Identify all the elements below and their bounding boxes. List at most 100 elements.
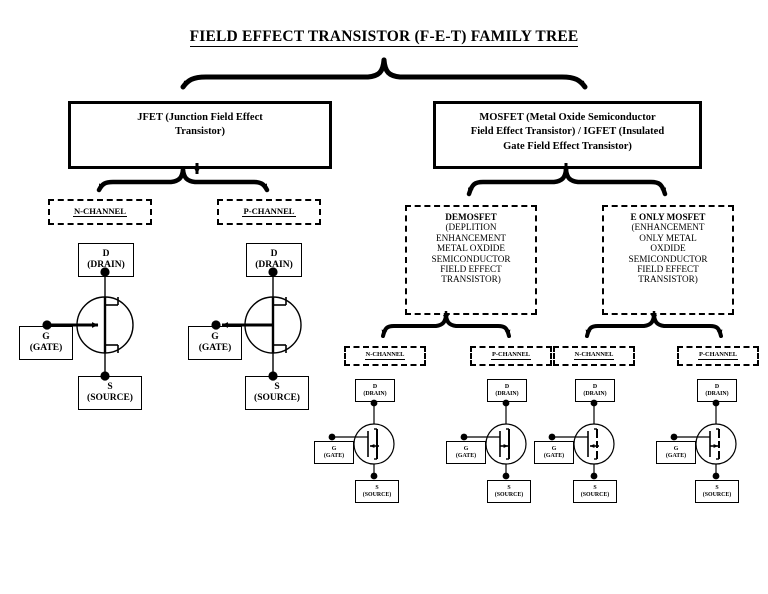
eonly-line-5: FIELD EFFECT — [637, 263, 699, 274]
chip-eonly-n-channel: N-CHANNEL — [553, 346, 635, 366]
demosfet-p-drain-short: D — [504, 383, 510, 390]
demosfet-line-5: FIELD EFFECT — [440, 263, 502, 274]
eonly-n-source-short: S — [593, 484, 597, 491]
eonly-n-source-long: (SOURCE) — [580, 491, 610, 498]
eonly-head: E ONLY MOSFET — [630, 212, 706, 222]
demosfet-p-gate-short: G — [463, 445, 469, 452]
eonly-line-3: OXDIDE — [650, 243, 686, 254]
chip-jfet-p-channel-label: P-CHANNEL — [242, 205, 296, 217]
eonly-n-drain-short: D — [592, 383, 598, 390]
demosfet-line-4: SEMICONDUCTOR — [431, 253, 511, 264]
demosfet-p-drain-label: D (DRAIN) — [487, 379, 527, 402]
jfet-box: JFET (Junction Field Effect Transistor) — [68, 101, 332, 169]
demosfet-p-drain-long: (DRAIN) — [495, 390, 519, 397]
demosfet-p-source-label: S (SOURCE) — [487, 480, 531, 503]
demosfet-n-channel-symbol — [328, 399, 395, 480]
jfet-n-drain-short: D — [102, 249, 110, 260]
demosfet-n-drain-short: D — [372, 383, 378, 390]
demosfet-n-source-long: (SOURCE) — [362, 491, 392, 498]
jfet-n-drain-label: D (DRAIN) — [78, 243, 134, 277]
eonly-line-4: SEMICONDUCTOR — [628, 253, 708, 264]
jfet-n-source-short: S — [107, 382, 113, 393]
eonly-n-gate-long: (GATE) — [543, 452, 565, 459]
chip-demosfet-n-channel-label: N-CHANNEL — [364, 351, 406, 360]
eonly-p-gate-label: G (GATE) — [656, 441, 696, 464]
demosfet-n-drain-label: D (DRAIN) — [355, 379, 395, 402]
jfet-p-drain-label: D (DRAIN) — [246, 243, 302, 277]
eonly-mosfet-box: E ONLY MOSFET (ENHANCEMENT ONLY METAL OX… — [602, 205, 734, 315]
brace-eonly — [585, 314, 723, 338]
jfet-n-gate-long: (GATE) — [29, 343, 63, 353]
jfet-p-channel-symbol — [211, 267, 302, 381]
jfet-p-drain-long: (DRAIN) — [255, 260, 293, 270]
chip-eonly-n-channel-label: N-CHANNEL — [573, 351, 615, 360]
jfet-p-gate-long: (GATE) — [198, 343, 232, 353]
chip-demosfet-p-channel-label: P-CHANNEL — [491, 351, 531, 360]
mosfet-box: MOSFET (Metal Oxide Semiconductor Field … — [433, 101, 702, 169]
eonly-line-6: TRANSISTOR) — [638, 274, 698, 285]
brace-mosfet — [466, 167, 668, 197]
jfet-label-line1: JFET (Junction Field Effect — [137, 112, 263, 123]
demosfet-n-source-short: S — [375, 484, 379, 491]
demosfet-line-3: METAL OXDIDE — [436, 243, 506, 254]
jfet-p-gate-label: G (GATE) — [188, 326, 242, 360]
chip-eonly-p-channel: P-CHANNEL — [677, 346, 759, 366]
jfet-n-gate-short: G — [42, 332, 50, 343]
eonly-p-source-long: (SOURCE) — [702, 491, 732, 498]
demosfet-line-2: ENHANCEMENT — [436, 232, 506, 243]
eonly-n-gate-label: G (GATE) — [534, 441, 574, 464]
jfet-p-source-label: S (SOURCE) — [245, 376, 309, 410]
eonly-p-source-short: S — [715, 484, 719, 491]
chip-demosfet-p-channel: P-CHANNEL — [470, 346, 552, 366]
eonly-n-drain-long: (DRAIN) — [583, 390, 607, 397]
eonly-p-drain-long: (DRAIN) — [705, 390, 729, 397]
chip-demosfet-n-channel: N-CHANNEL — [344, 346, 426, 366]
mosfet-label-line2: Field Effect Transistor) / IGFET (Insula… — [470, 126, 665, 138]
jfet-n-source-long: (SOURCE) — [87, 393, 133, 403]
jfet-n-channel-symbol — [42, 267, 134, 381]
jfet-n-drain-long: (DRAIN) — [87, 260, 125, 270]
eonly-p-channel-symbol — [670, 399, 737, 480]
demosfet-line-6: TRANSISTOR) — [441, 274, 501, 285]
demosfet-p-channel-symbol — [460, 399, 527, 480]
chip-jfet-n-channel: N-CHANNEL — [48, 199, 152, 225]
mosfet-label-line3: Gate Field Effect Transistor) — [503, 140, 632, 152]
demosfet-p-source-long: (SOURCE) — [494, 491, 524, 498]
eonly-p-source-label: S (SOURCE) — [695, 480, 739, 503]
jfet-p-source-short: S — [274, 382, 280, 393]
mosfet-label-line1: MOSFET (Metal Oxide Semiconductor — [479, 112, 656, 123]
demosfet-n-drain-long: (DRAIN) — [363, 390, 387, 397]
demosfet-box: DEMOSFET (DEPLITION ENHANCEMENT METAL OX… — [405, 205, 537, 315]
eonly-n-channel-symbol — [548, 399, 615, 480]
jfet-label-line2: Transistor) — [175, 126, 225, 138]
demosfet-n-source-label: S (SOURCE) — [355, 480, 399, 503]
jfet-n-gate-label: G (GATE) — [19, 326, 73, 360]
demosfet-head: DEMOSFET — [445, 212, 497, 222]
jfet-p-source-long: (SOURCE) — [254, 393, 300, 403]
chip-jfet-p-channel: P-CHANNEL — [217, 199, 321, 225]
eonly-p-drain-short: D — [714, 383, 720, 390]
brace-demosfet — [381, 314, 511, 338]
eonly-line-2: ONLY METAL — [639, 232, 697, 243]
demosfet-p-gate-long: (GATE) — [455, 452, 477, 459]
demosfet-n-gate-short: G — [331, 445, 337, 452]
demosfet-n-gate-long: (GATE) — [323, 452, 345, 459]
page-title-text: FIELD EFFECT TRANSISTOR (F-E-T) FAMILY T… — [189, 28, 579, 47]
demosfet-p-source-short: S — [507, 484, 511, 491]
jfet-p-gate-short: G — [211, 332, 219, 343]
eonly-line-1: (ENHANCEMENT — [631, 222, 705, 233]
eonly-p-gate-short: G — [673, 445, 679, 452]
eonly-n-source-label: S (SOURCE) — [573, 480, 617, 503]
chip-jfet-n-channel-label: N-CHANNEL — [72, 205, 128, 217]
brace-root — [180, 57, 588, 90]
eonly-p-gate-long: (GATE) — [665, 452, 687, 459]
eonly-p-drain-label: D (DRAIN) — [697, 379, 737, 402]
eonly-n-gate-short: G — [551, 445, 557, 452]
demosfet-line-1: (DEPLITION — [445, 222, 497, 233]
eonly-n-drain-label: D (DRAIN) — [575, 379, 615, 402]
page-title: FIELD EFFECT TRANSISTOR (F-E-T) FAMILY T… — [0, 28, 768, 47]
demosfet-p-gate-label: G (GATE) — [446, 441, 486, 464]
jfet-n-source-label: S (SOURCE) — [78, 376, 142, 410]
jfet-p-drain-short: D — [270, 249, 278, 260]
demosfet-n-gate-label: G (GATE) — [314, 441, 354, 464]
